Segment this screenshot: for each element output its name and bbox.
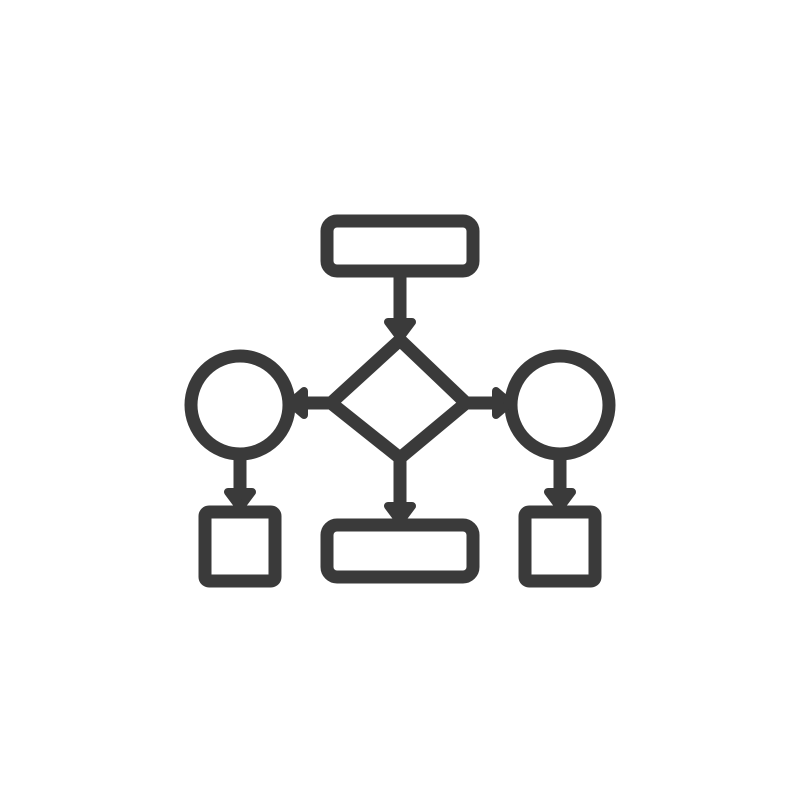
decision-node bbox=[324, 333, 473, 465]
right-connector-node bbox=[504, 349, 616, 461]
left-connector-node bbox=[184, 349, 296, 461]
arrowhead-down-icon bbox=[384, 318, 416, 342]
arrowhead-left-icon bbox=[286, 387, 308, 419]
arrowhead-down-icon bbox=[224, 488, 256, 512]
right-process-node bbox=[518, 505, 602, 588]
arrowhead-down-icon bbox=[544, 488, 576, 512]
center-process-node bbox=[320, 518, 480, 584]
arrowhead-right-icon bbox=[492, 387, 514, 419]
left-process-node bbox=[198, 505, 282, 588]
start-node bbox=[320, 214, 480, 278]
arrowhead-down-icon bbox=[384, 502, 416, 526]
